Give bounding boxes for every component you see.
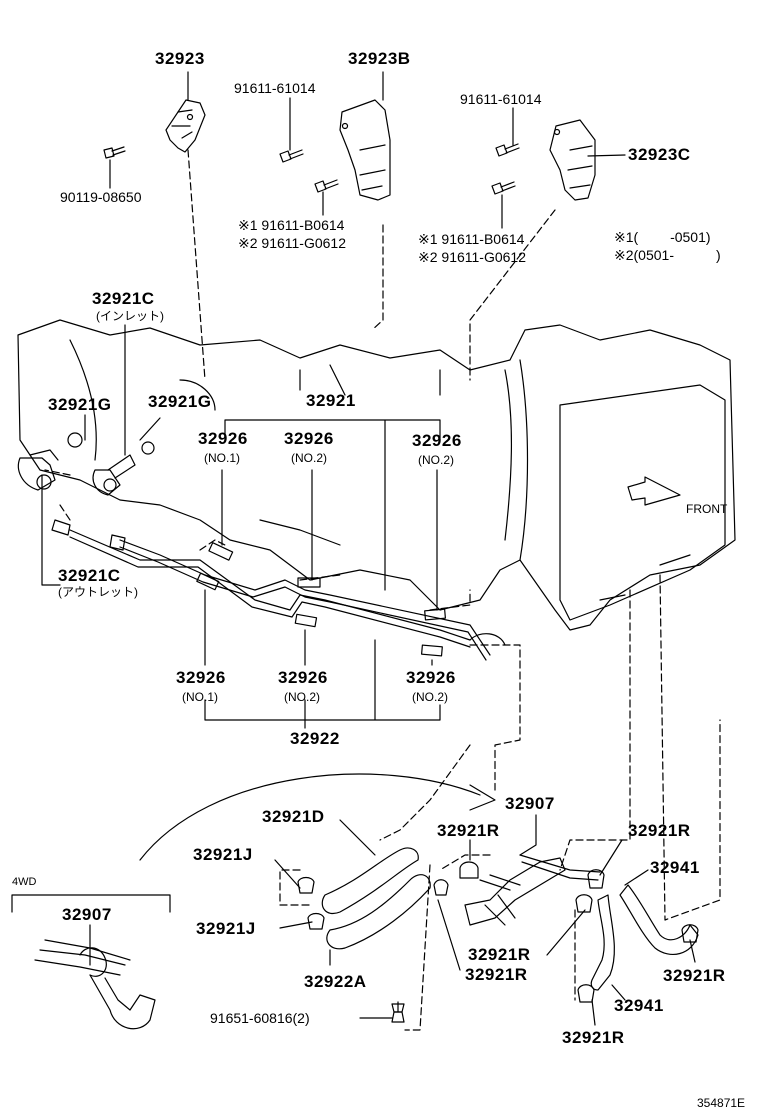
label-32921r-3: 32921R (468, 945, 531, 964)
label-inlet: (インレット) (96, 309, 164, 323)
label-note1-b: ※1 91611-B0614 (418, 231, 525, 247)
label-32941-2: 32941 (614, 996, 664, 1015)
label-32921j-1: 32921J (193, 845, 253, 864)
label-serial2: ※2(0501- ) (614, 247, 721, 263)
label-no1-4: (NO.1) (182, 690, 218, 704)
label-no2-6: (NO.2) (412, 690, 448, 704)
bracket-32923c (549, 119, 596, 201)
bolts (103, 143, 520, 1023)
label-32907: 32907 (505, 794, 555, 813)
label-no2-3: (NO.2) (418, 453, 454, 467)
label-32923c: 32923C (628, 145, 691, 164)
inset-4wd (11, 894, 171, 1030)
label-front: FRONT (686, 502, 728, 516)
label-no2-5: (NO.2) (284, 690, 320, 704)
label-32921r-1: 32921R (437, 821, 500, 840)
label-32921r-5: 32921R (663, 966, 726, 985)
label-32921c-bot: 32921C (58, 566, 121, 585)
label-4wd: 4WD (12, 876, 37, 888)
label-32921r-2: 32921R (628, 821, 691, 840)
cooler-pipes (51, 519, 506, 661)
label-32926-3: 32926 (412, 431, 462, 450)
pipe-bracket-32907 (464, 854, 601, 926)
label-note2-a: ※2 91611-G0612 (238, 235, 346, 251)
label-91611-61014-a: 91611-61014 (234, 80, 316, 96)
label-32921r-4: 32921R (465, 965, 528, 984)
label-32921c-top: 32921C (92, 289, 155, 308)
label-32923b: 32923B (348, 49, 411, 68)
label-32921g-a: 32921G (48, 395, 112, 414)
label-32921d: 32921D (262, 807, 325, 826)
label-90119-08650: 90119-08650 (60, 189, 142, 205)
label-32921g-b: 32921G (148, 392, 212, 411)
label-32941-1: 32941 (650, 858, 700, 877)
label-32922: 32922 (290, 729, 340, 748)
label-91611-61014-b: 91611-61014 (460, 91, 542, 107)
bracket-32923 (165, 99, 206, 153)
label-note1-a: ※1 91611-B0614 (238, 217, 345, 233)
label-32923: 32923 (155, 49, 205, 68)
label-32926-6: 32926 (406, 668, 456, 687)
label-32926-1: 32926 (198, 429, 248, 448)
label-32926-5: 32926 (278, 668, 328, 687)
label-32921r-6: 32921R (562, 1028, 625, 1047)
label-91651-60816: 91651-60816(2) (210, 1010, 310, 1026)
label-32921j-2: 32921J (196, 919, 256, 938)
label-32921: 32921 (306, 391, 356, 410)
diagram-code: 354871E (697, 1096, 746, 1110)
label-outlet: (アウトレット) (58, 585, 138, 599)
label-no2-2: (NO.2) (291, 451, 327, 465)
flow-arrow (139, 773, 496, 861)
union-connectors (17, 432, 155, 496)
label-32926-4: 32926 (176, 668, 226, 687)
transmission-outline (17, 319, 736, 631)
label-32922a: 32922A (304, 972, 367, 991)
bracket-32923b (339, 99, 391, 201)
hose-clips (297, 861, 699, 1003)
label-32907-4wd: 32907 (62, 905, 112, 924)
label-32926-2: 32926 (284, 429, 334, 448)
label-serial1: ※1( -0501) (614, 229, 711, 245)
leader-lines (41, 71, 696, 1026)
dashed-lines (44, 149, 721, 1031)
label-note2-b: ※2 91611-G0612 (418, 249, 526, 265)
label-no1-1: (NO.1) (204, 451, 240, 465)
